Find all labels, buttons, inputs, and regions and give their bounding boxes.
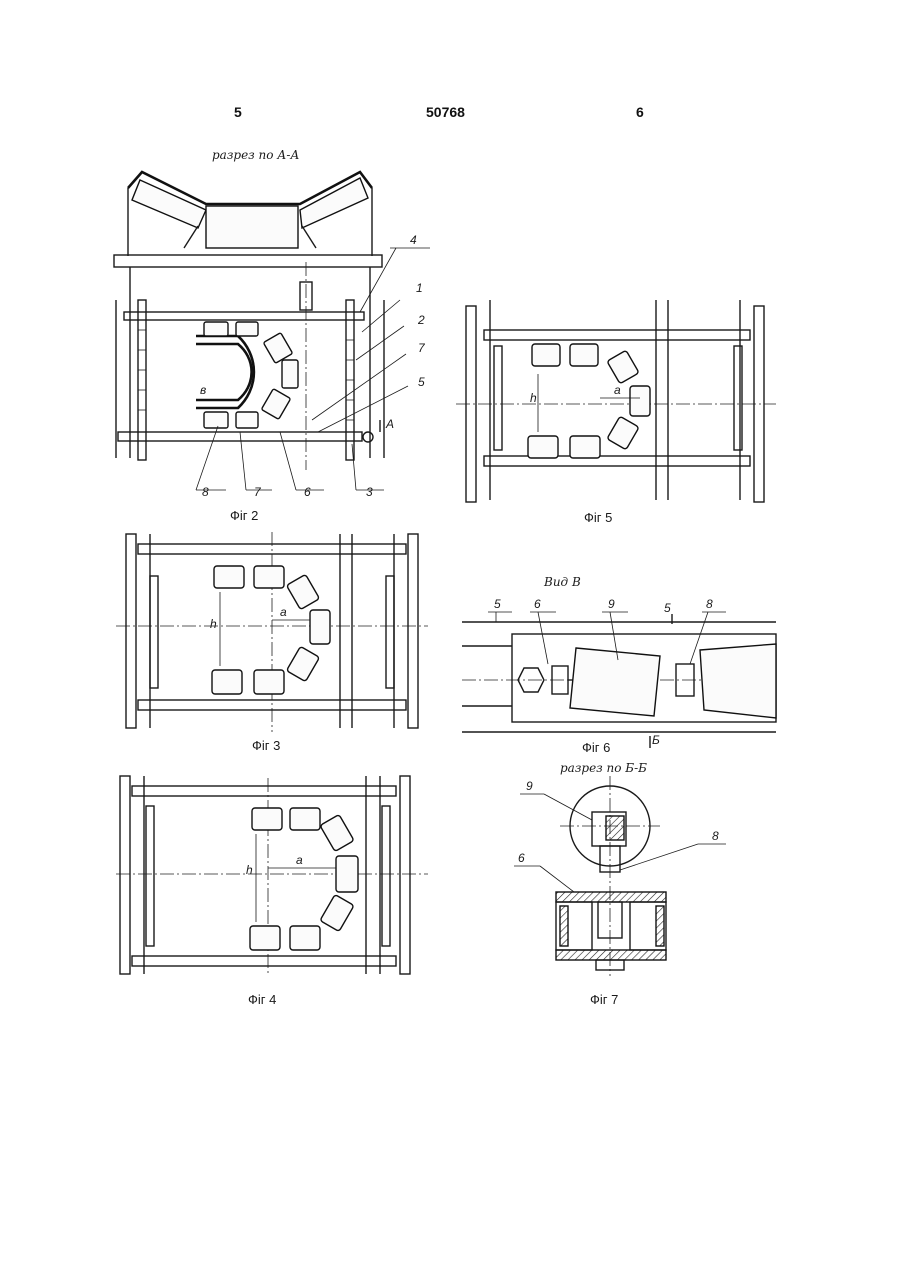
fig3-dim-h: h — [210, 617, 217, 631]
callout-7: 7 — [418, 341, 426, 355]
fig5-caption: Фіг 5 — [584, 510, 612, 525]
callout-2: 2 — [417, 313, 425, 327]
callout-8: 8 — [202, 485, 209, 499]
fig6-caption: Фіг 6 — [582, 740, 610, 755]
fig4-drawing: а h Фіг 4 — [116, 776, 428, 1007]
fig2-section-mark: А — [385, 417, 394, 431]
callout-3: 3 — [366, 485, 373, 499]
fig2-left-screw — [138, 300, 146, 460]
fig7-section-title: разрез по Б-Б — [560, 761, 647, 775]
fig7-caption: Фіг 7 — [590, 992, 618, 1007]
fig6-callout-8: 8 — [706, 597, 713, 611]
fig2-dim-b: в — [200, 383, 206, 397]
fig4-dim-a: а — [296, 853, 303, 867]
callout-6: 6 — [304, 485, 311, 499]
fig2-return-belt-u — [196, 282, 312, 428]
callout-5: 5 — [418, 375, 425, 389]
callout-1: 1 — [416, 281, 423, 295]
fig2-caption: Фіг 2 — [230, 508, 258, 523]
fig3-dim-a: а — [280, 605, 287, 619]
fig5-dim-a: а — [614, 383, 621, 397]
fig5-dim-h: h — [530, 391, 537, 405]
fig2-right-screw — [346, 300, 354, 460]
callout-7b: 7 — [254, 485, 262, 499]
fig2-top-beam — [114, 255, 382, 267]
fig7-callout-8: 8 — [712, 829, 719, 843]
fig6-callout-5b: 5 — [664, 601, 671, 615]
fig6-section-mark: Б — [652, 733, 660, 747]
fig6-view-title: Вид В — [543, 575, 581, 589]
fig2-upper-crossbar — [124, 312, 364, 320]
fig6-callout-6: 6 — [534, 597, 541, 611]
fig6-drawing: Вид В 5 6 9 5 8 Фіг 6 Б — [462, 575, 776, 755]
fig3-caption: Фіг 3 — [252, 738, 280, 753]
fig5-drawing: а h Фіг 5 — [456, 300, 776, 525]
fig2-callouts: 4 1 2 7 5 8 7 6 3 А в — [196, 233, 430, 499]
fig4-caption: Фіг 4 — [248, 992, 276, 1007]
fig2-section-title: разрез по А-А — [212, 148, 300, 162]
fig7-callout-9: 9 — [526, 779, 533, 793]
fig6-callout-9: 9 — [608, 597, 615, 611]
fig3-drawing: а h Фіг 3 — [116, 532, 428, 753]
callout-4: 4 — [410, 233, 417, 247]
fig2-troughing-idler — [128, 172, 372, 256]
fig7-drawing: разрез по Б-Б 9 8 6 Фіг 7 — [514, 761, 726, 1007]
fig4-dim-h: h — [246, 863, 253, 877]
fig6-callout-5: 5 — [494, 597, 501, 611]
fig7-callout-6: 6 — [518, 851, 525, 865]
fig2-drawing: разрез по А-А — [114, 148, 430, 523]
